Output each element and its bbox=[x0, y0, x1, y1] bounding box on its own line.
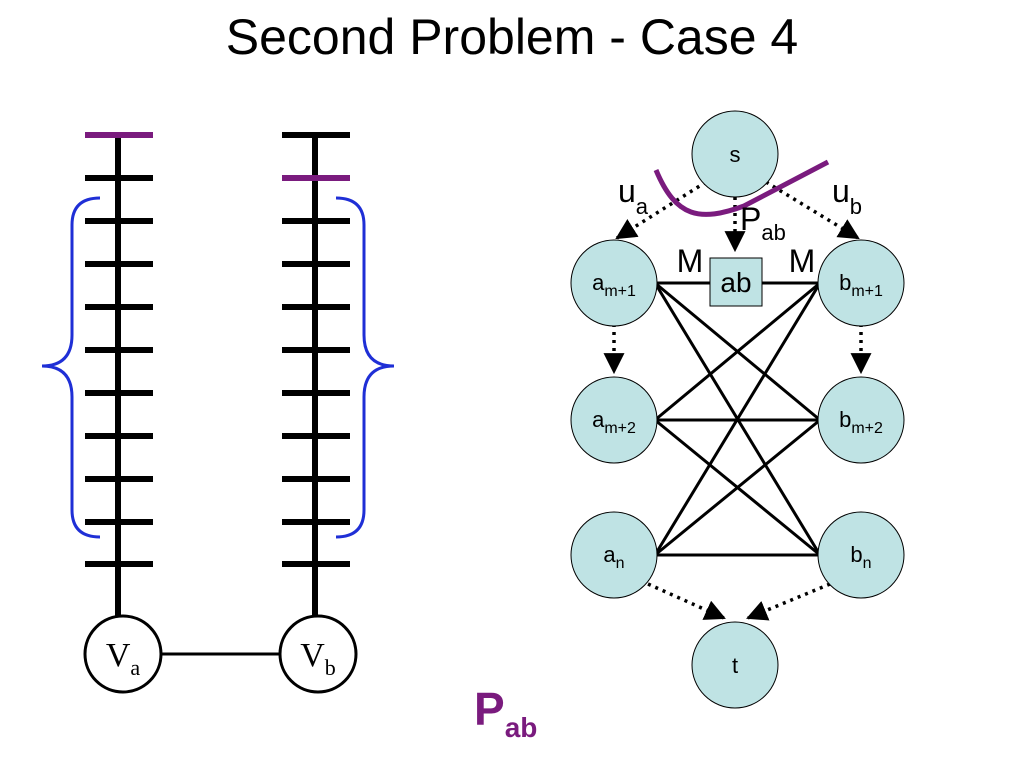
node-b-n-sub: n bbox=[863, 555, 872, 572]
node-b-n-circle bbox=[817, 511, 905, 599]
m-label-right: M bbox=[789, 243, 816, 279]
node-t-circle bbox=[691, 621, 779, 709]
pab-caption: Pab bbox=[474, 683, 537, 742]
arrow-bn-t bbox=[746, 582, 831, 621]
node-t: t bbox=[691, 621, 779, 709]
node-b-m2-label: bm+2 bbox=[839, 407, 883, 437]
dotted-arrows bbox=[603, 180, 872, 621]
m-label-left: M bbox=[677, 243, 704, 279]
node-b-m1-label: bm+1 bbox=[839, 270, 883, 300]
node-va-main: V bbox=[106, 637, 131, 674]
ladder-vb bbox=[282, 132, 350, 618]
edge-an-bm1 bbox=[653, 282, 822, 556]
node-b-m2: bm+2 bbox=[817, 376, 905, 464]
arrow-s-am1 bbox=[615, 180, 707, 240]
node-va-circle bbox=[83, 614, 163, 694]
node-t-label: t bbox=[732, 653, 738, 678]
arrow-an-t bbox=[647, 582, 726, 620]
slide-title: Second Problem - Case 4 bbox=[225, 9, 799, 65]
node-a-n-circle bbox=[570, 511, 658, 599]
node-vb-circle bbox=[278, 614, 358, 694]
node-s: s bbox=[691, 110, 779, 198]
node-vb: Vb bbox=[278, 614, 358, 694]
pab-graph-label: Pab bbox=[740, 201, 786, 245]
node-va: Va bbox=[83, 614, 163, 694]
node-a-m1-circle bbox=[570, 239, 658, 327]
pab-caption-main: P bbox=[474, 683, 505, 735]
node-a-m1-label: am+1 bbox=[592, 270, 636, 300]
node-a-n-sub: n bbox=[616, 555, 625, 572]
ua-main: u bbox=[618, 173, 636, 209]
node-a-m1-main: a bbox=[592, 270, 605, 295]
node-a-m2: am+2 bbox=[570, 376, 658, 464]
ub-main: u bbox=[832, 173, 850, 209]
node-vb-sub: b bbox=[325, 655, 336, 680]
ab-box: ab bbox=[709, 257, 763, 307]
ua-sub: a bbox=[636, 194, 649, 219]
right-brace bbox=[335, 196, 395, 539]
left-brace bbox=[41, 196, 101, 539]
bipartite-edges bbox=[653, 281, 822, 557]
ua-label: ua bbox=[618, 173, 649, 219]
node-b-m1: bm+1 bbox=[817, 239, 905, 327]
node-a-n: an bbox=[570, 511, 658, 599]
edge-am2-bm1 bbox=[654, 281, 821, 422]
ladder-va-rungs bbox=[85, 132, 153, 567]
node-b-n-main: b bbox=[850, 542, 862, 567]
node-b-m1-circle bbox=[817, 239, 905, 327]
node-a-m2-main: a bbox=[592, 407, 605, 432]
node-va-label: Va bbox=[106, 637, 141, 680]
arrow-s-bm1 bbox=[765, 180, 860, 240]
node-b-n: bn bbox=[817, 511, 905, 599]
ladder-va bbox=[85, 132, 153, 618]
node-va-sub: a bbox=[130, 655, 140, 680]
node-a-m2-sub: m+2 bbox=[604, 420, 636, 437]
node-vb-label: Vb bbox=[300, 637, 336, 680]
ub-sub: b bbox=[850, 194, 862, 219]
pab-caption-sub: ab bbox=[504, 712, 538, 743]
node-b-m2-main: b bbox=[839, 407, 851, 432]
node-a-m1: am+1 bbox=[570, 239, 658, 327]
node-a-m1-sub: m+1 bbox=[604, 283, 636, 300]
node-s-label: s bbox=[730, 142, 741, 167]
pab-graph-sub: ab bbox=[761, 220, 785, 245]
node-b-m2-circle bbox=[817, 376, 905, 464]
node-b-n-label: bn bbox=[850, 542, 871, 572]
pab-graph-main: P bbox=[740, 201, 761, 237]
node-s-circle bbox=[691, 110, 779, 198]
node-b-m1-sub: m+1 bbox=[851, 283, 883, 300]
node-a-n-label: an bbox=[603, 542, 624, 572]
node-a-n-main: a bbox=[603, 542, 616, 567]
ab-box-rect bbox=[709, 257, 763, 307]
ub-label: ub bbox=[832, 173, 862, 219]
edge-an-bm2 bbox=[654, 418, 821, 557]
node-a-m2-label: am+2 bbox=[592, 407, 636, 437]
node-a-m2-circle bbox=[570, 376, 658, 464]
ab-box-label: ab bbox=[720, 267, 751, 298]
node-b-m1-main: b bbox=[839, 270, 851, 295]
node-b-m2-sub: m+2 bbox=[851, 420, 883, 437]
node-vb-main: V bbox=[300, 637, 325, 674]
ladder-vb-rungs bbox=[282, 132, 350, 567]
cut-curve bbox=[653, 159, 830, 217]
